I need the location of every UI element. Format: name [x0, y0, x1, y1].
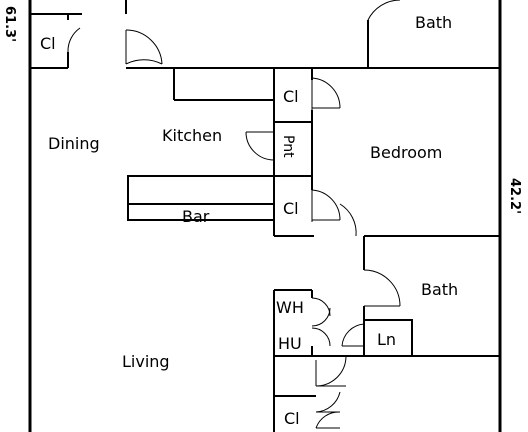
- dimension-right: 42.2': [507, 178, 522, 214]
- door-swing: [67, 27, 81, 53]
- bar-counter: [127, 175, 275, 205]
- door-swing: [311, 297, 331, 317]
- door-swing: [311, 307, 331, 327]
- room-label-bedroom: Bedroom: [370, 143, 442, 162]
- door-swing: [311, 327, 331, 347]
- door-swing: [315, 411, 341, 429]
- room-label-closet-kitchen: Cl: [283, 87, 299, 106]
- room-label-closet-top-left: Cl: [40, 34, 56, 53]
- linen-closet-box: [363, 319, 413, 357]
- room-label-closet-bar: Cl: [283, 199, 299, 218]
- door-swing: [363, 269, 401, 307]
- room-label-living: Living: [122, 352, 170, 371]
- room-label-hu: HU: [278, 334, 302, 353]
- room-label-linen: Ln: [377, 330, 396, 349]
- door-swing: [339, 203, 357, 237]
- room-label-bath-top: Bath: [415, 13, 452, 32]
- room-label-bar: Bar: [182, 207, 210, 226]
- door-swing: [315, 391, 341, 413]
- door-swing: [367, 0, 401, 21]
- door-swing: [311, 77, 341, 109]
- room-label-kitchen: Kitchen: [162, 126, 222, 145]
- door-swing: [245, 131, 275, 161]
- room-label-dining: Dining: [48, 134, 100, 153]
- room-label-closet-bottom: Cl: [284, 409, 300, 428]
- door-swing: [311, 189, 341, 221]
- room-label-wh: WH: [276, 298, 304, 317]
- room-label-bath-mid: Bath: [421, 280, 458, 299]
- door-swing: [341, 323, 365, 347]
- room-label-pantry: Pnt: [280, 135, 296, 158]
- door-swing: [315, 355, 347, 387]
- bar-top: [127, 203, 275, 221]
- dimension-left: 61.3': [2, 6, 17, 42]
- door-swing: [125, 59, 163, 65]
- door-swing: [125, 29, 163, 65]
